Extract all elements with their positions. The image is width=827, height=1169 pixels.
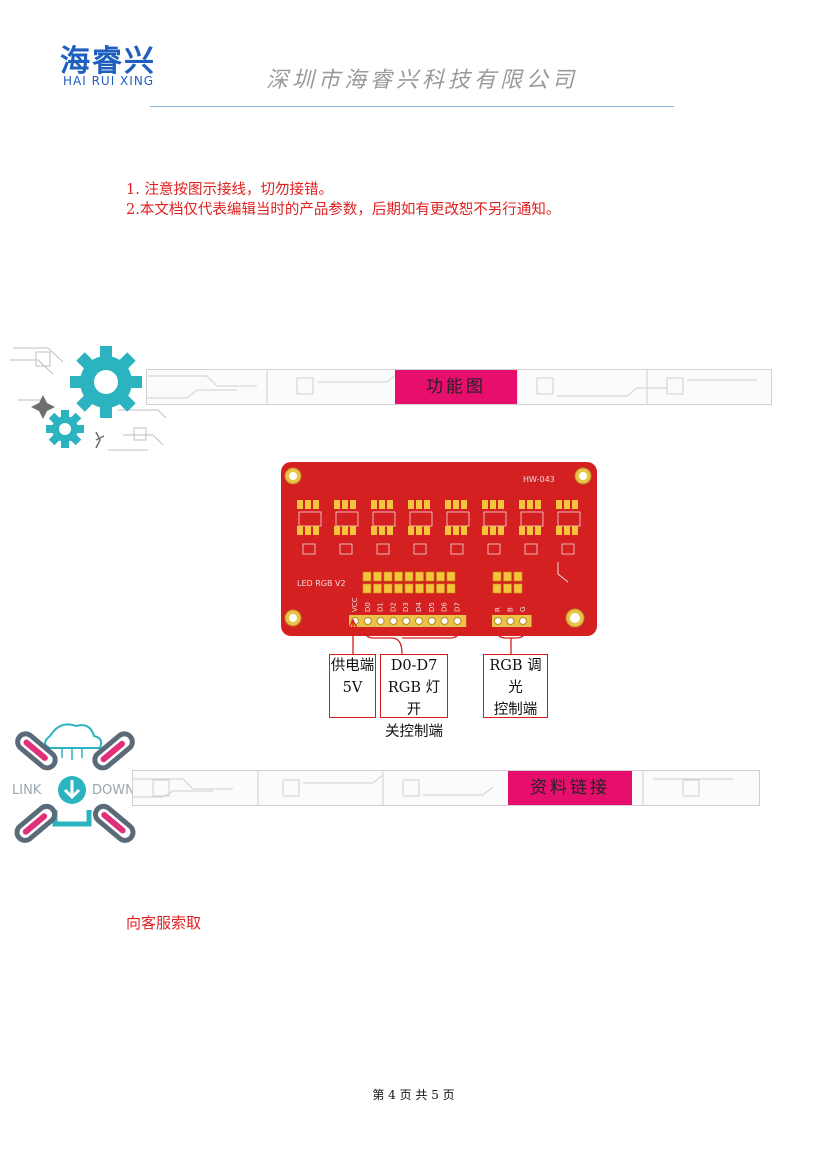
request-text: 向客服索取 xyxy=(126,914,202,932)
callout-power-supply: 供电端 5V xyxy=(329,654,376,718)
callout-power-line-1: 供电端 xyxy=(330,658,375,674)
pin-hole xyxy=(363,617,372,625)
header-divider xyxy=(150,106,674,107)
resistor-pad xyxy=(492,571,502,582)
page-footer: 第 4 页 共 5 页 xyxy=(372,1088,455,1102)
section-bar-resource-links: 资料链接 xyxy=(132,770,760,806)
led-module xyxy=(334,500,359,555)
section-bar-function-diagram: 功能图 xyxy=(146,369,772,405)
led-module xyxy=(297,500,322,555)
resistor-pad xyxy=(404,583,414,594)
pin-label: D4 xyxy=(415,602,423,612)
callout-rgb-line-1: RGB 调光 xyxy=(489,658,542,696)
resistor-pad xyxy=(383,583,393,594)
callout-d07-line-1: D0-D7 xyxy=(390,658,438,674)
resistor-pad xyxy=(425,583,435,594)
resistor-pad xyxy=(503,571,512,582)
pcb-model-text: HW-043 xyxy=(523,475,555,484)
pin-hole xyxy=(506,617,515,625)
company-logo: 海睿兴 HAI RUI XING xyxy=(60,36,180,92)
resistor-pad xyxy=(415,583,424,594)
pin-hole xyxy=(494,617,502,625)
resistor-pad xyxy=(436,583,445,594)
pin-label: VCC xyxy=(351,597,359,612)
logo-chinese-text: 海睿兴 xyxy=(60,44,156,79)
pin-label: D0 xyxy=(364,602,372,612)
pin-label: D1 xyxy=(377,602,385,612)
callout-rgb-line-2: 控制端 xyxy=(493,702,538,718)
company-name: 深圳市海睿兴科技有限公司 xyxy=(266,68,579,93)
pin-label: D3 xyxy=(402,602,410,612)
led-module xyxy=(445,500,470,555)
resistor-pad xyxy=(383,571,393,582)
resistor-pad xyxy=(513,571,523,582)
callout-d0-d7: D0-D7 RGB 灯开 关控制端 xyxy=(380,654,448,740)
pin-hole xyxy=(453,617,462,625)
pin-label: D6 xyxy=(441,602,449,612)
note-2: 2.本文档仅代表编辑当时的产品参数，后期如有更改恕不另行通知。 xyxy=(126,202,561,218)
logo-english-text: HAI RUI XING xyxy=(63,74,155,88)
pin-label: D5 xyxy=(428,602,436,612)
pin-hole xyxy=(415,617,423,625)
resistor-pad xyxy=(436,571,445,582)
link-text: LINK xyxy=(12,783,42,798)
led-module xyxy=(482,500,507,555)
pin-hole xyxy=(389,617,398,625)
resistor-pad xyxy=(404,571,414,582)
pin-label: B xyxy=(507,607,515,612)
pin-hole xyxy=(427,617,436,625)
resistor-pad xyxy=(513,583,523,594)
resistor-pad xyxy=(362,571,372,582)
resistor-pad xyxy=(492,583,502,594)
resistor-pad xyxy=(503,583,512,594)
resistor-pad xyxy=(362,583,372,594)
resistor-pad xyxy=(394,583,403,594)
pin-hole xyxy=(440,617,449,625)
callout-d07-line-2: RGB 灯开 xyxy=(387,680,441,718)
pin-label: G xyxy=(519,607,527,612)
pin-hole xyxy=(376,617,385,625)
resistor-pad xyxy=(415,571,424,582)
led-module xyxy=(371,500,396,555)
pin-label: D7 xyxy=(453,602,461,612)
resistor-pad xyxy=(373,571,382,582)
pin-hole xyxy=(519,617,527,625)
note-1: 1. 注意按图示接线，切勿接错。 xyxy=(126,182,333,198)
pin-label: R xyxy=(494,607,502,612)
callout-rgb-dimming: RGB 调光 控制端 xyxy=(483,654,548,718)
resistor-pad xyxy=(446,583,456,594)
callout-arrows xyxy=(348,618,527,655)
pin-hole xyxy=(402,617,411,625)
gears-icon xyxy=(10,346,167,451)
callout-power-line-2: 5V xyxy=(342,680,363,696)
led-module xyxy=(408,500,433,555)
resistor-pad xyxy=(373,583,382,594)
resistor-pad xyxy=(394,571,403,582)
pin-label: D2 xyxy=(389,602,397,612)
resistor-pad xyxy=(425,571,435,582)
led-module xyxy=(519,500,544,555)
down-text: DOWN xyxy=(92,783,135,798)
pcb-board-label: LED RGB V2 xyxy=(297,579,346,588)
section-label-function-diagram: 功能图 xyxy=(395,370,517,404)
callout-d07-line-3: 关控制端 xyxy=(385,724,443,740)
led-module xyxy=(556,500,581,555)
resistor-pad xyxy=(446,571,456,582)
section-label-resource-links: 资料链接 xyxy=(508,771,632,805)
link-download-icon: LINK DOWN xyxy=(12,723,136,843)
